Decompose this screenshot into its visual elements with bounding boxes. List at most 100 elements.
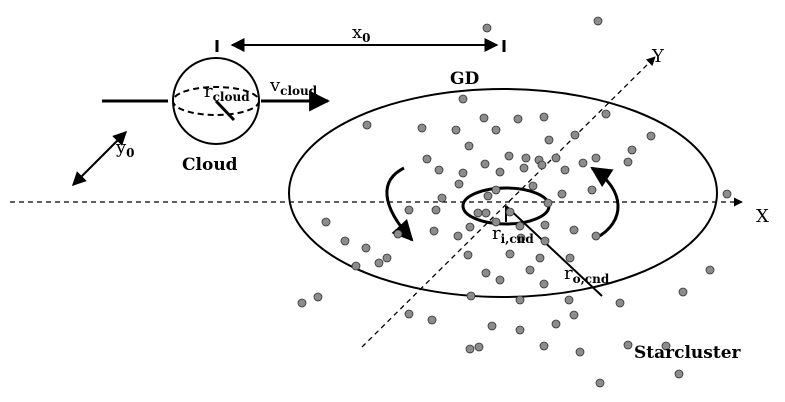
star-dot (422, 154, 432, 164)
y-axis-line (361, 56, 656, 348)
cloud-equator (172, 86, 260, 116)
star-dot (674, 369, 684, 379)
star-dot (578, 158, 588, 168)
star-dot (361, 243, 371, 253)
gd-label: GD (450, 69, 480, 89)
star-dot (458, 94, 468, 104)
rotation-arrow-right (590, 166, 620, 240)
outer-cluster-ellipse (288, 88, 718, 298)
star-dot (483, 191, 493, 201)
star-dot (479, 113, 489, 123)
star-dot (646, 131, 656, 141)
y-axis-label: Y (651, 46, 665, 67)
star-dot (539, 341, 549, 351)
star-dot (601, 109, 611, 119)
star-dot (495, 275, 505, 285)
star-dot (473, 208, 483, 218)
star-dot (474, 342, 484, 352)
star-dot (481, 268, 491, 278)
star-dot (321, 217, 331, 227)
star-dot (623, 157, 633, 167)
star-dot (569, 225, 579, 235)
star-dot (481, 208, 491, 218)
star-dot (575, 347, 585, 357)
star-dot (458, 168, 468, 178)
star-dot (591, 153, 601, 163)
y0-label: y0 (115, 137, 135, 160)
star-dots (297, 16, 732, 388)
star-dot (539, 279, 549, 289)
star-dot (431, 205, 441, 215)
star-dot (525, 265, 535, 275)
star-dot (705, 265, 715, 275)
star-dot (393, 229, 403, 239)
star-dot (661, 341, 671, 351)
star-dot (464, 141, 474, 151)
star-dot (404, 309, 414, 319)
star-dot (513, 114, 523, 124)
star-dot (519, 163, 529, 173)
star-dot (615, 298, 625, 308)
star-dot (453, 231, 463, 241)
star-dot (495, 167, 505, 177)
cloud-label: Cloud (182, 155, 238, 175)
star-dot (417, 123, 427, 133)
star-dot (454, 179, 464, 189)
star-dot (515, 221, 525, 231)
star-dot (504, 151, 514, 161)
star-dot (570, 130, 580, 140)
star-dot (565, 253, 575, 263)
star-dot (463, 250, 473, 260)
star-dot (623, 340, 633, 350)
r-cloud-line (214, 99, 236, 122)
r-icnd-label: ri,cnd (492, 223, 534, 246)
star-dot (591, 231, 601, 241)
star-dot (313, 292, 323, 302)
r-ocnd-line (505, 205, 603, 297)
star-dot (491, 217, 501, 227)
star-dot (480, 159, 490, 169)
v-cloud-label: vcloud (269, 75, 318, 98)
starcluster-label: Starcluster (634, 343, 742, 363)
rotation-arrow-left (385, 166, 414, 242)
star-dot (540, 220, 550, 230)
star-dot (557, 189, 567, 199)
star-dot (505, 249, 515, 259)
star-dot (404, 205, 414, 215)
y0-arrow (72, 131, 127, 186)
star-dot (437, 193, 447, 203)
star-dot (551, 319, 561, 329)
star-dot (539, 112, 549, 122)
star-dot (564, 295, 574, 305)
star-dot (515, 325, 525, 335)
star-dot (537, 160, 547, 170)
star-dot (466, 291, 476, 301)
x-axis-label: X (756, 206, 769, 227)
star-dot (482, 23, 492, 33)
star-dot (593, 16, 603, 26)
star-dot (505, 207, 515, 217)
x0-label: x0 (352, 22, 371, 45)
star-dot (382, 253, 392, 263)
star-dot (560, 165, 570, 175)
star-dot (340, 236, 350, 246)
star-dot (351, 261, 361, 271)
star-dot (427, 315, 437, 325)
star-dot (362, 120, 372, 130)
star-dot (587, 185, 597, 195)
star-dot (540, 236, 550, 246)
star-dot (374, 258, 384, 268)
star-dot (678, 287, 688, 297)
star-dot (595, 378, 605, 388)
star-dot (515, 295, 525, 305)
star-dot (487, 321, 497, 331)
star-dot (543, 198, 553, 208)
star-dot (465, 344, 475, 354)
star-dot (535, 253, 545, 263)
star-dot (297, 298, 307, 308)
star-dot (491, 125, 501, 135)
star-dot (722, 189, 732, 199)
star-dot (434, 165, 444, 175)
